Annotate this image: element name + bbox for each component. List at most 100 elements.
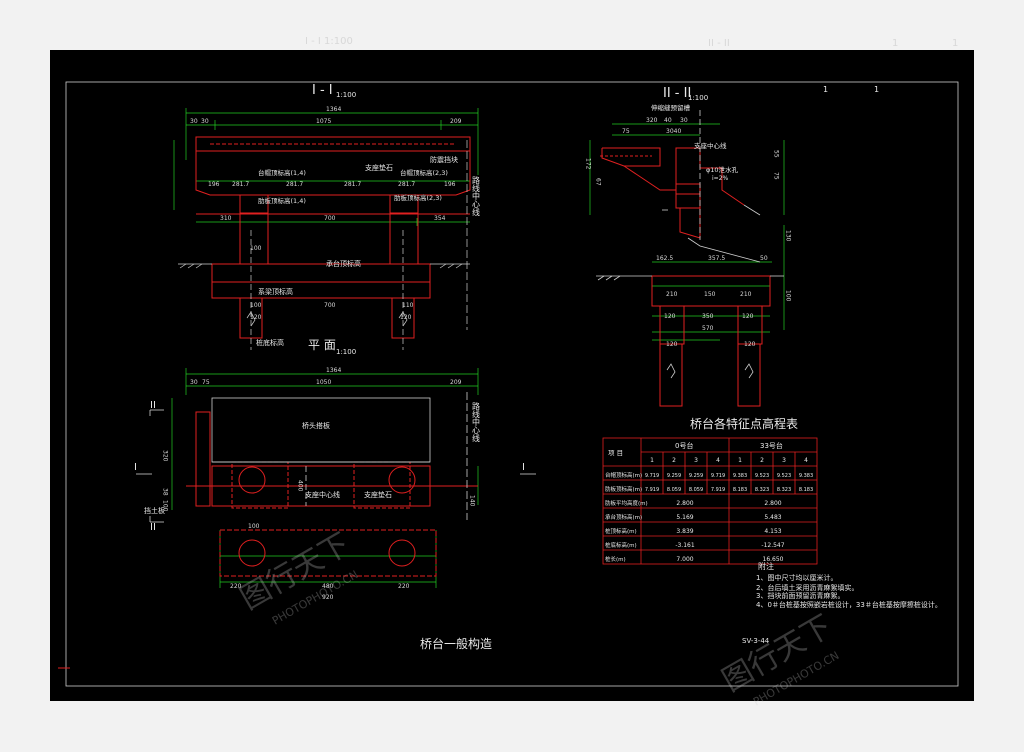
notes: 附注 1、图中尺寸均以厘米计。 2、台后填土采用沥青麻絮填实。 3、挡块前面预留… — [756, 561, 942, 609]
table-cell: 9.383 — [799, 473, 813, 479]
plan-scale: 1:100 — [336, 348, 356, 356]
table-row-label: 台帽顶标高(m) — [605, 471, 642, 479]
table-title: 桥台各特征点高程表 — [690, 416, 798, 431]
table-subcol-6: 2 — [760, 457, 764, 464]
dim-I-total: 1364 — [326, 106, 341, 113]
table-cell: 8.183 — [733, 487, 747, 493]
drawing-number: SV-3-44 — [742, 637, 770, 645]
ghost-title-II: II - II — [708, 38, 730, 49]
dim-I-d: 209 — [450, 118, 462, 125]
dim-plan-total: 1364 — [326, 367, 341, 374]
table-cell: 8.323 — [777, 487, 791, 493]
table-cell-span-33: 2.800 — [764, 500, 781, 507]
dim-II-s1: 172 — [585, 158, 592, 170]
dim-plan-b1: 100 — [248, 523, 260, 530]
dim-plan-s4: 400 — [297, 480, 304, 492]
dim-II-l9: 120 — [742, 313, 754, 320]
table-cell: 9.259 — [667, 473, 681, 479]
dim-I-m1: 196 — [208, 181, 220, 188]
cut-II-top: II — [150, 400, 156, 411]
dim-plan-s2: 38 — [162, 488, 169, 496]
dim-I-m4: 281.7 — [344, 181, 361, 188]
dim-II-l3: 50 — [760, 255, 768, 262]
sheet-mark-1: 1 — [823, 85, 828, 94]
dim-I-c: 1075 — [316, 118, 331, 125]
label-beam-top-23: 台帽顶标高(2,3) — [400, 168, 448, 177]
dim-II-t5: 3040 — [666, 128, 681, 135]
label-beam-top-14: 台帽顶标高(1,4) — [258, 168, 306, 177]
table-row-label: 桩长(m) — [605, 555, 626, 563]
label-rib-top-14: 肋板顶标高(1,4) — [258, 196, 306, 205]
table-row-label: 桩顶标高(m) — [605, 527, 637, 535]
table-cell-span-33: 4.153 — [764, 528, 781, 535]
table-subcol-5: 1 — [738, 457, 742, 464]
section-I-title: I - I — [312, 83, 333, 98]
table-cell: 7.919 — [645, 487, 659, 493]
table-subcol-7: 3 — [782, 457, 786, 464]
dim-II-l4: 210 — [666, 291, 678, 298]
label-approach-slab: 桥头搭板 — [302, 421, 330, 430]
dim-I-b: 30 — [201, 118, 209, 125]
dim-II-s4: 75 — [773, 172, 780, 180]
label-rib-top-23: 肋板顶标高(2,3) — [394, 193, 442, 202]
label-cap-top: 承台顶标高 — [326, 259, 361, 268]
dim-I-p1: 100 — [250, 245, 262, 252]
drawing-sheet — [50, 50, 974, 701]
dim-II-l11: 120 — [666, 341, 678, 348]
label-drain: φ10泄水孔 — [706, 165, 739, 174]
dim-II-s6: 100 — [785, 290, 792, 302]
label-slope: i=2% — [712, 175, 729, 182]
dim-II-s3: 55 — [773, 150, 780, 158]
watermark-left: 图行天下 PHOTOPHOTO.CN — [235, 527, 361, 628]
plan-view: 平 面 1:100 1364 30 75 1050 209 — [134, 338, 536, 601]
table-row-label: 承台顶标高(m) — [605, 513, 642, 521]
label-road-center-plan: 路线中心线 — [472, 401, 481, 442]
dim-plan-b4: 220 — [398, 583, 410, 590]
dim-II-t1: 320 — [646, 117, 658, 124]
table-subcol-4: 4 — [716, 457, 720, 464]
dim-I-p2: 100 — [250, 302, 262, 309]
table-cell: 8.323 — [755, 487, 769, 493]
table-cell-span-33: 16.650 — [763, 556, 784, 563]
dim-plan-b: 75 — [202, 379, 210, 386]
dim-I-l2: 700 — [324, 215, 336, 222]
dim-plan-a: 30 — [190, 379, 198, 386]
dim-plan-b3: 480 — [322, 583, 334, 590]
section-II-title: II - II — [663, 86, 691, 101]
dim-plan-b2: 220 — [230, 583, 242, 590]
ghost-mark-2: 1 — [952, 38, 959, 49]
dim-I-m5: 281.7 — [398, 181, 415, 188]
note-2: 2、台后填土采用沥青麻絮填实。 — [756, 583, 858, 592]
table-cell: 9.523 — [777, 473, 791, 479]
section-II-II: II - II 1:100 伸缩缝预留槽 1 1 320 40 30 75 30… — [585, 85, 879, 407]
label-support-center-plan: 支座中心线 — [305, 490, 340, 499]
drawing-title: 桥台一般构造 — [420, 636, 492, 651]
dim-I-m2: 281.7 — [232, 181, 249, 188]
dim-II-l5: 150 — [704, 291, 716, 298]
dim-plan-c: 1050 — [316, 379, 331, 386]
table-cell: 9.383 — [733, 473, 747, 479]
table-cell-span-0: 2.800 — [676, 500, 693, 507]
table-cell-span-0: 3.839 — [676, 528, 693, 535]
table-subcol-8: 4 — [804, 457, 808, 464]
table-cell: 9.719 — [711, 473, 725, 479]
table-cell: 9.259 — [689, 473, 703, 479]
note-1: 1、图中尺寸均以厘米计。 — [756, 573, 837, 582]
dim-plan-d: 209 — [450, 379, 462, 386]
dim-I-m6: 196 — [444, 181, 456, 188]
sheet-mark-2: 1 — [874, 85, 879, 94]
label-expansion: 伸缩缝预留槽 — [651, 103, 691, 112]
table-row-label: 肋板顶标高(m) — [605, 485, 642, 493]
dim-II-l2: 357.5 — [708, 255, 725, 262]
table-cell-span-33: 5.483 — [764, 514, 781, 521]
dim-I-a: 30 — [190, 118, 198, 125]
note-3: 3、挡块前面预留沥青麻絮。 — [756, 591, 844, 600]
dim-plan-s3: 100 — [162, 500, 169, 512]
dim-plan-s1: 320 — [162, 450, 169, 462]
watermark-right: 图行天下 PHOTOPHOTO.CN — [717, 609, 842, 709]
dim-II-s2: 67 — [595, 178, 602, 186]
table-cell-span-0: 5.169 — [676, 514, 693, 521]
